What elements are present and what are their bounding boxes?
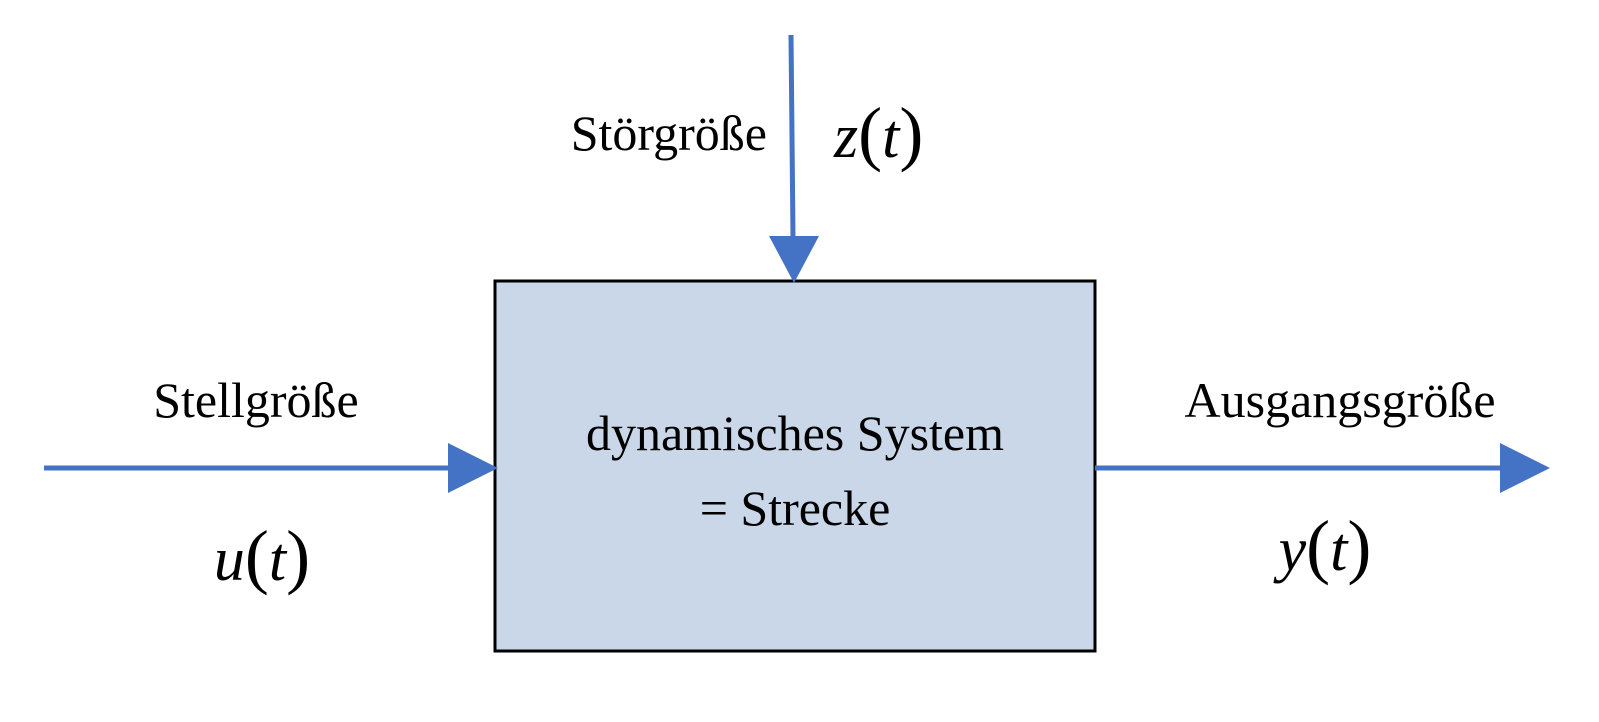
- disturbance-arrowhead: [769, 236, 819, 283]
- disturbance-label: Störgröße: [571, 105, 767, 161]
- input-arrowhead: [448, 443, 498, 493]
- output-label: Ausgangsgröße: [1184, 372, 1495, 428]
- disturbance-symbol: z(t): [833, 93, 923, 173]
- input-label: Stellgröße: [153, 372, 359, 428]
- block-title-line2: = Strecke: [700, 480, 891, 536]
- block-title-line1: dynamisches System: [586, 405, 1004, 461]
- output-arrowhead: [1500, 443, 1550, 493]
- input-symbol: u(t): [214, 516, 310, 596]
- output-symbol: y(t): [1273, 506, 1372, 586]
- system-block: [493, 279, 1097, 653]
- disturbance-arrow-line: [788, 34, 796, 239]
